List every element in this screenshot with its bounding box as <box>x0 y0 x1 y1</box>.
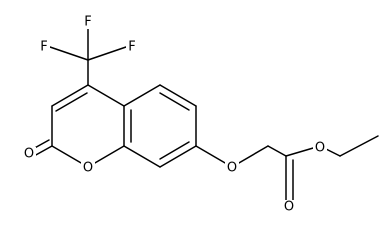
atom-o-ether-label: O <box>227 161 237 176</box>
bond-c7-c8 <box>159 145 197 168</box>
bond-c4-c3 <box>51 84 89 107</box>
atom-o-carbonyl-ester: O <box>282 200 296 215</box>
atom-f-right: F <box>126 40 138 55</box>
atom-o-ester-label: O <box>315 141 325 156</box>
atom-o-ring-label: O <box>83 161 93 176</box>
bond-c-f-right <box>87 46 127 61</box>
atom-f-left: F <box>38 40 50 55</box>
atom-o-carbonyl-ring: O <box>22 147 36 162</box>
bond-c8-c8a <box>123 145 161 168</box>
bond-c4a-c5 <box>123 84 161 107</box>
bond-c5-c6 <box>159 84 197 107</box>
atom-o-carbonyl-ring-label: O <box>24 147 34 162</box>
bond-c7-c8-double <box>159 141 190 160</box>
atom-o-ring: O <box>81 160 95 176</box>
atom-f-top: F <box>82 15 94 30</box>
atom-f-top-label: F <box>84 15 91 30</box>
atom-f-left-label: F <box>40 40 47 55</box>
bond-c5-c6-double <box>159 92 190 111</box>
bond-ch2-c-carbonyl <box>267 145 287 157</box>
chemical-structure: F F F O O O O <box>22 15 379 215</box>
bond-c4-c3-double <box>55 92 88 112</box>
bond-layer <box>30 21 379 208</box>
structure-canvas: F F F O O O O <box>22 14 379 215</box>
bond-c-f-left <box>49 46 89 61</box>
bond-c4a-c4 <box>87 84 125 107</box>
atom-label-layer: F F F O O O O <box>22 15 327 215</box>
bond-ethyl <box>339 135 379 157</box>
bond-c2-o-carbonyl <box>33 145 53 157</box>
atom-o-carbonyl-ester-label: O <box>284 200 294 215</box>
atom-f-right-label: F <box>128 40 135 55</box>
atom-o-ether: O <box>225 160 239 176</box>
atom-o-ester: O <box>313 141 327 156</box>
